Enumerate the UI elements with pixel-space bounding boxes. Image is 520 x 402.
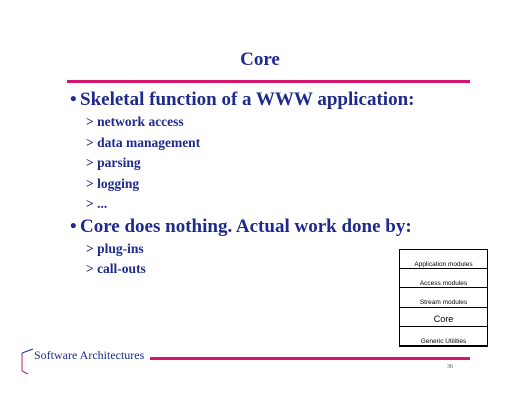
layer-label: Access modules bbox=[419, 280, 468, 287]
layer-label: Core bbox=[433, 314, 454, 324]
sub-item: > call-outs bbox=[86, 261, 146, 276]
bullet-item: •Core does nothing. Actual work done by:… bbox=[70, 215, 490, 280]
bullet-text: Core does nothing. Actual work done by: bbox=[80, 215, 412, 237]
layer-core: Core bbox=[400, 307, 487, 327]
layer-access-modules: Access modules bbox=[400, 269, 487, 288]
sub-item: > parsing bbox=[86, 155, 141, 170]
slide-title: Core bbox=[240, 49, 280, 70]
sub-item: > plug-ins bbox=[86, 240, 144, 256]
sub-item: > logging bbox=[86, 175, 140, 191]
sub-item: > data management bbox=[86, 134, 201, 150]
sub-item: > network access bbox=[86, 114, 184, 129]
footer-text: Software Architectures bbox=[34, 348, 145, 362]
layer-application-modules: Application modules bbox=[400, 250, 487, 269]
sub-item: > ... bbox=[86, 196, 108, 211]
sub-list: > network access > data management > par… bbox=[70, 112, 490, 215]
title-divider bbox=[67, 80, 470, 83]
footer-logo-icon bbox=[21, 348, 34, 375]
layer-generic-utilities: Generic Utilities bbox=[400, 327, 487, 346]
page-number: 36 bbox=[447, 364, 453, 370]
footer-divider bbox=[150, 357, 470, 360]
layer-label: Stream modules bbox=[419, 299, 468, 306]
layer-stream-modules: Stream modules bbox=[400, 288, 487, 307]
bullet-list: •Skeletal function of a WWW application:… bbox=[70, 88, 490, 280]
sub-list: > plug-ins > call-outs bbox=[70, 239, 490, 280]
bullet-dot-icon: • bbox=[70, 89, 77, 110]
layer-stack-diagram: Application modules Access modules Strea… bbox=[399, 249, 488, 347]
layer-label: Generic Utilities bbox=[420, 338, 467, 345]
bullet-text: Skeletal function of a WWW application: bbox=[80, 89, 415, 110]
bullet-item: •Skeletal function of a WWW application:… bbox=[70, 88, 490, 215]
bullet-dot-icon: • bbox=[70, 215, 77, 237]
layer-label: Application modules bbox=[414, 261, 473, 268]
